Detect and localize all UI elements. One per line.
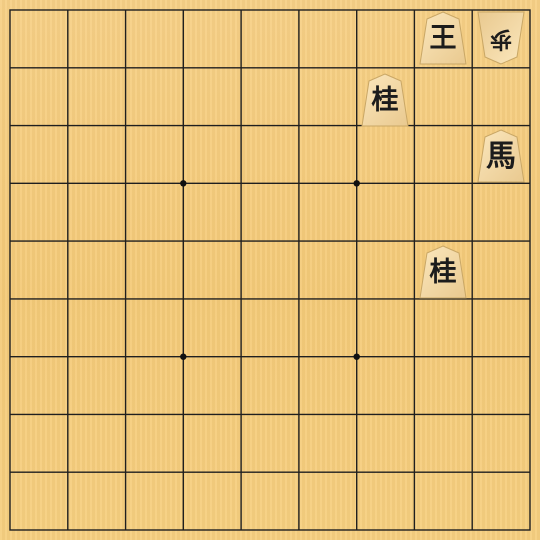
piece-glyph: 桂: [429, 257, 457, 288]
piece-shape: [419, 245, 467, 299]
star-point: [353, 353, 360, 360]
horse-piece[interactable]: 馬: [475, 128, 527, 184]
piece-glyph: 王: [429, 23, 457, 54]
piece-shape: [477, 129, 525, 183]
board-border: [9, 9, 531, 531]
star-point: [353, 180, 360, 187]
piece-shape: [361, 73, 409, 127]
king-piece[interactable]: 王: [417, 10, 469, 66]
piece-glyph: 桂: [371, 85, 399, 116]
star-point: [180, 353, 187, 360]
star-point: [180, 180, 187, 187]
knight-piece[interactable]: 桂: [359, 72, 411, 128]
piece-glyph: 馬: [486, 139, 516, 174]
gote-pawn-piece[interactable]: 歩: [475, 10, 527, 66]
piece-glyph: 歩: [490, 26, 513, 52]
piece-shape: [477, 11, 525, 65]
knight-piece[interactable]: 桂: [417, 244, 469, 300]
piece-shape: [419, 11, 467, 65]
